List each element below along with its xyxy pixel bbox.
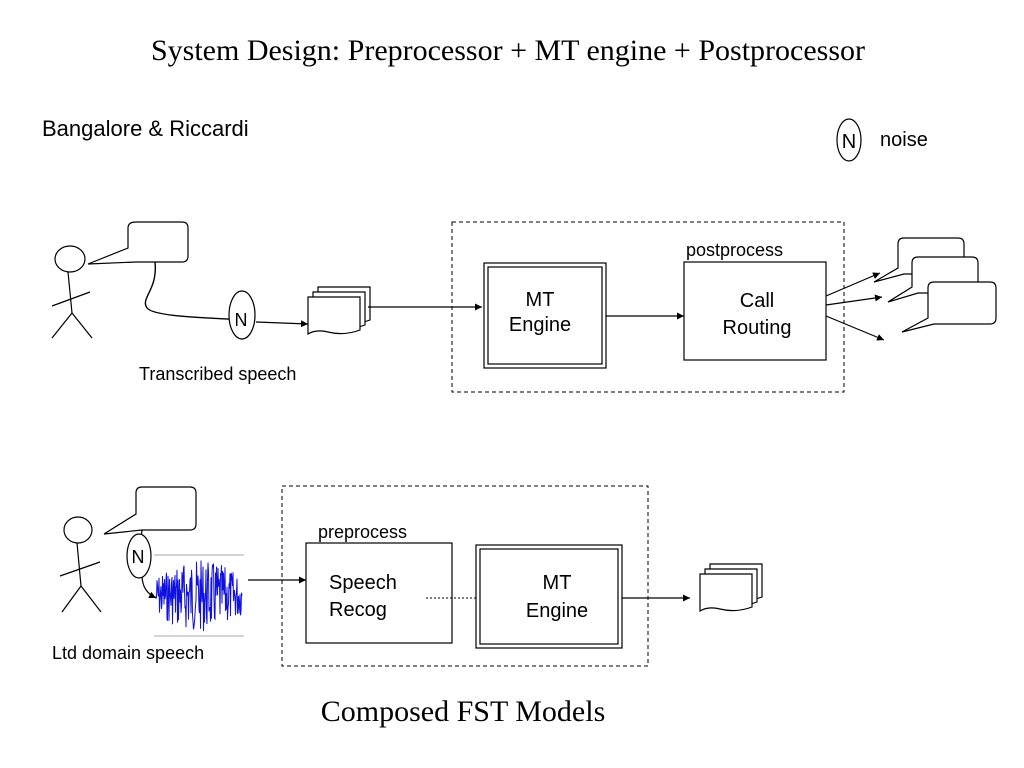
speech-recog-box: Speech Recog xyxy=(305,542,453,644)
speech-waveform xyxy=(154,554,244,637)
speech-bubble-top xyxy=(87,221,189,265)
page-title: System Design: Preprocessor + MT engine … xyxy=(151,34,865,67)
mt-engine-top-line2: Engine xyxy=(509,314,571,336)
speaker-figure-bottom xyxy=(59,516,102,613)
document-stack-top xyxy=(307,286,371,336)
mt-engine-box-top: MT Engine xyxy=(483,262,607,369)
noise-symbol-bottom-label: N xyxy=(132,547,145,567)
legend: N noise xyxy=(836,118,928,162)
speech-recog-line1: Speech xyxy=(329,572,397,594)
noise-symbol-top-label: N xyxy=(235,310,248,330)
noise-symbol-top xyxy=(228,290,256,340)
transcribed-speech-label: Transcribed speech xyxy=(139,364,296,384)
call-routing-line1: Call xyxy=(740,290,774,312)
pipeline-container-bottom xyxy=(281,485,649,667)
speaker-figure-top xyxy=(51,245,93,339)
mt-engine-box-bottom: MT Engine xyxy=(475,544,623,649)
speech-bubble-bottom xyxy=(103,486,197,535)
output-bubbles xyxy=(873,237,997,333)
composed-fst-caption: Composed FST Models xyxy=(321,695,606,728)
noise-legend-symbol xyxy=(836,118,862,162)
call-routing-box: Call Routing xyxy=(683,261,827,361)
preprocess-label: preprocess xyxy=(318,522,407,542)
noise-symbol-bottom xyxy=(126,533,152,579)
arrow-noise-to-docs-top xyxy=(255,320,309,328)
noise-legend-symbol-label: N xyxy=(842,131,856,153)
noise-legend-label: noise xyxy=(880,129,928,151)
author-label: Bangalore & Riccardi xyxy=(42,116,249,141)
mt-engine-top-line1: MT xyxy=(526,289,555,311)
speech-recog-line2: Recog xyxy=(329,599,387,621)
ltd-domain-speech-label: Ltd domain speech xyxy=(52,643,204,663)
routing-output-arrows xyxy=(825,272,885,341)
document-stack-bottom xyxy=(699,563,763,613)
pipeline-container-top xyxy=(451,221,845,393)
call-routing-line2: Routing xyxy=(723,317,792,339)
speech-curve-top xyxy=(144,261,241,321)
postprocess-label: postprocess xyxy=(686,240,783,260)
mt-engine-bottom-line2: Engine xyxy=(526,600,588,622)
mt-engine-bottom-line1: MT xyxy=(543,572,572,594)
